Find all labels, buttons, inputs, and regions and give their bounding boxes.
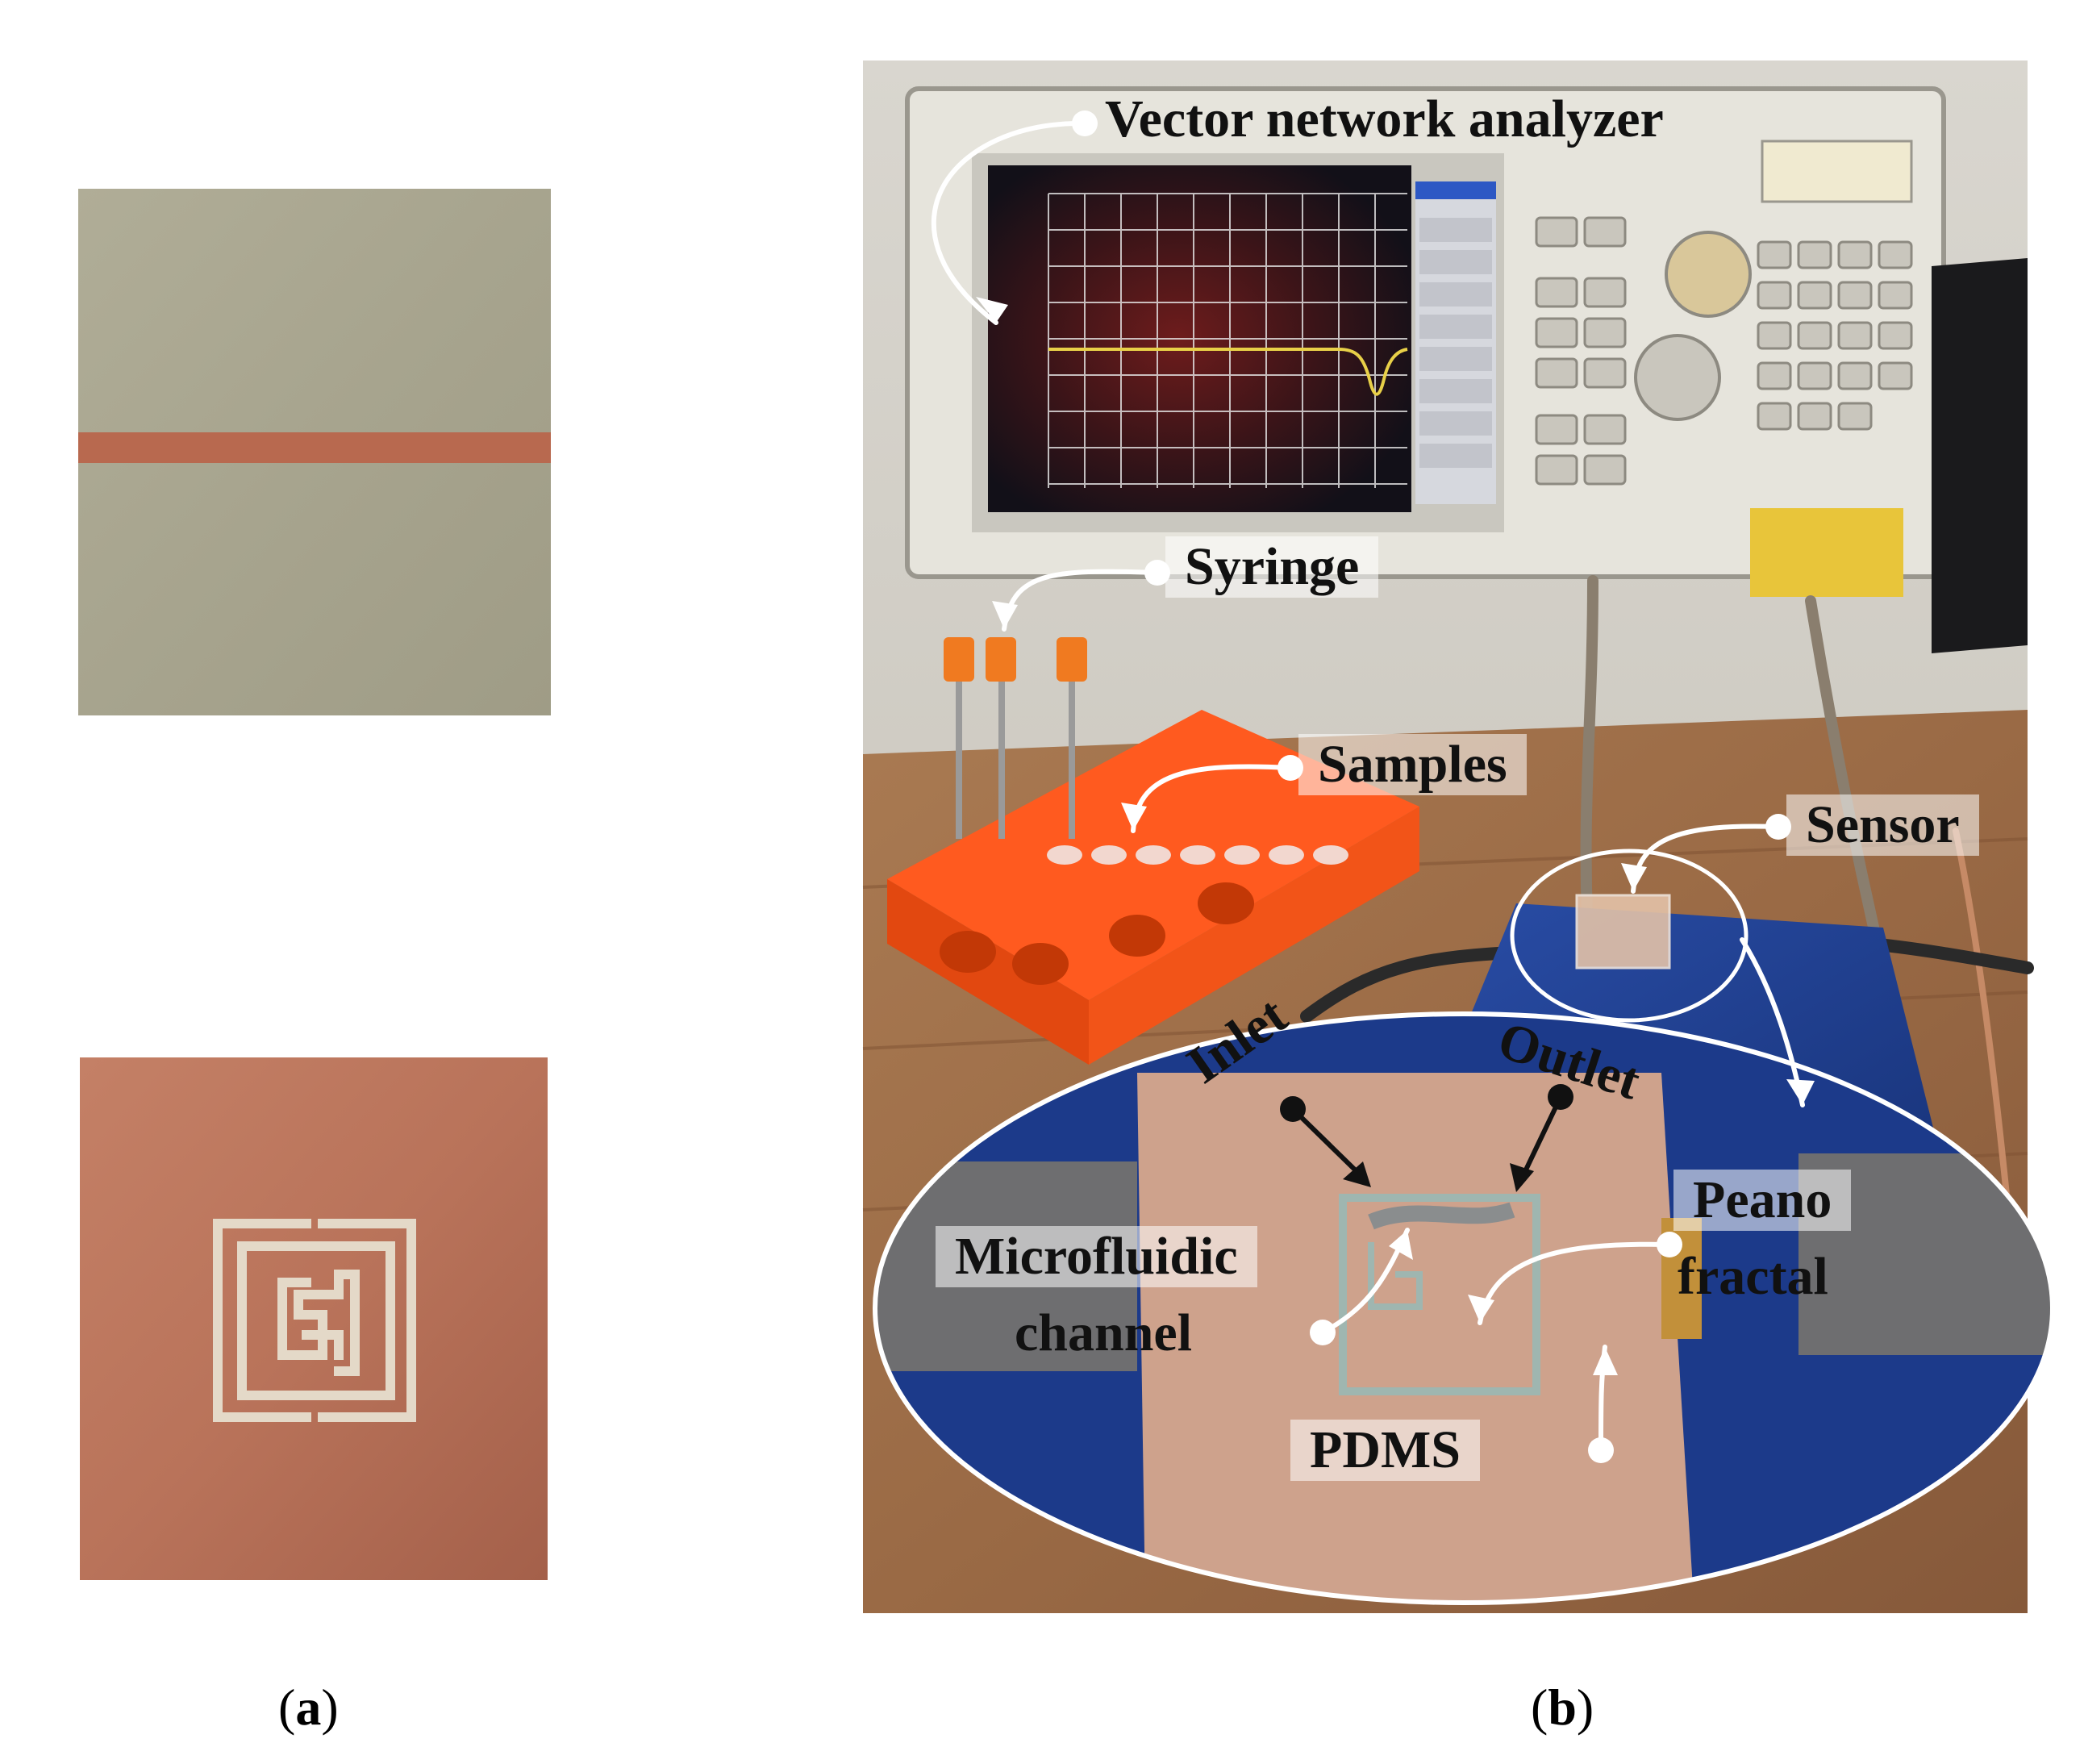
panel-b-label: (b) [1531,1678,1594,1737]
label-peano: Peano [1673,1170,1852,1231]
label-fractal: fractal [1678,1247,1828,1306]
paren-close: ) [321,1679,339,1736]
paren-close: ) [1576,1679,1594,1736]
label-microfluidic: Microfluidic [936,1226,1257,1287]
label-letter: b [1548,1679,1577,1736]
label-letter: a [295,1679,322,1736]
label-pdms: PDMS [1290,1420,1480,1481]
label-channel: channel [1015,1303,1193,1362]
sample-rack [887,710,1419,1065]
peano-fractal-resonator [213,1219,416,1422]
sensor-highlight-ellipse [1510,849,1748,1023]
syringes [944,637,1087,839]
paren-open: ( [278,1679,296,1736]
panel-a-label: (a) [278,1678,339,1737]
label-sensor: Sensor [1786,794,1979,856]
label-vector-network-analyzer: Vector network analyzer [1105,90,1664,148]
microstrip-feedline [78,432,551,463]
label-samples: Samples [1298,734,1527,795]
vector-network-analyzer [905,86,1946,597]
label-syringe: Syringe [1165,536,1379,598]
zoom-ellipse [873,1011,2055,1605]
paren-open: ( [1531,1679,1548,1736]
